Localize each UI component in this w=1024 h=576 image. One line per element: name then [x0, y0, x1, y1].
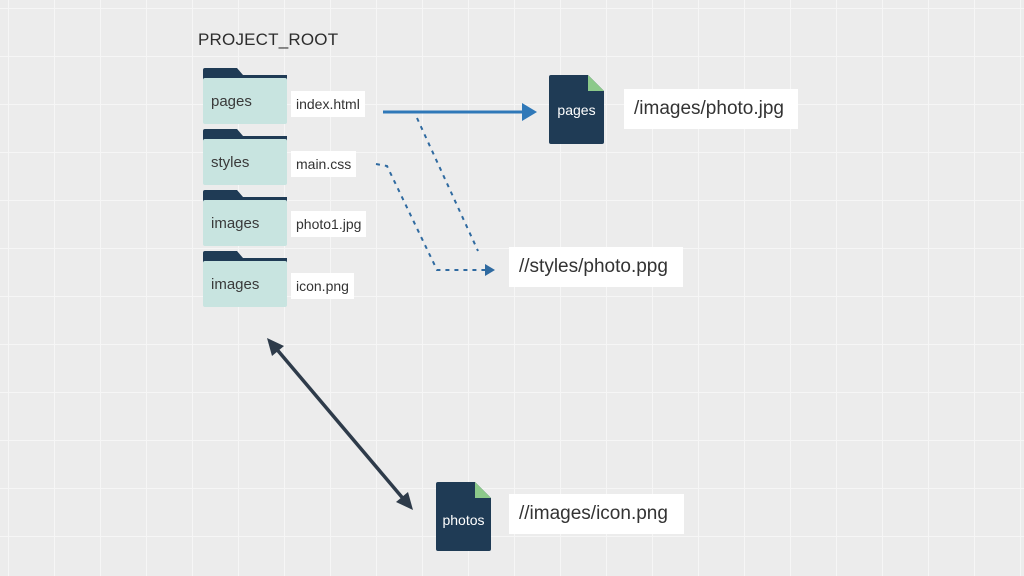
dashed-arrow-line-2: [375, 163, 486, 271]
folder-label: styles: [211, 154, 250, 171]
folder-label: pages: [211, 93, 252, 110]
folder-label: images: [211, 276, 260, 293]
doc-pages[interactable]: pages: [549, 75, 604, 144]
folder-tab-icon: [203, 68, 287, 80]
folder-images-2[interactable]: images: [203, 251, 287, 307]
document-icon: [549, 75, 604, 144]
doc-label: photos: [442, 512, 485, 528]
dashed-arrow-line: [416, 117, 479, 252]
folder-pages[interactable]: pages: [203, 68, 287, 124]
folder-label: images: [211, 215, 260, 232]
path-styles-photo: //styles/photo.ppg: [509, 247, 683, 287]
folder-tab-icon: [203, 190, 287, 202]
document-icon: [436, 482, 491, 551]
doc-photos[interactable]: photos: [436, 482, 491, 551]
arrow-head-icon: [485, 264, 495, 276]
file-index-html[interactable]: index.html: [291, 91, 365, 117]
double-arrow-line: [272, 344, 408, 504]
folder-styles[interactable]: styles: [203, 129, 287, 185]
arrow-head-icon: [396, 492, 413, 510]
doc-label: pages: [557, 102, 596, 118]
file-icon-png[interactable]: icon.png: [291, 273, 354, 299]
file-main-css[interactable]: main.css: [291, 151, 357, 177]
path-images-photo: /images/photo.jpg: [624, 89, 798, 129]
folder-images[interactable]: images: [203, 190, 287, 246]
arrow-head-icon: [522, 103, 537, 121]
folder-tab-icon: [203, 129, 287, 141]
path-images-icon: //images/icon.png: [509, 494, 684, 534]
file-photo1-jpg[interactable]: photo1.jpg: [291, 211, 367, 237]
folder-tab-icon: [203, 251, 287, 263]
project-root-title: PROJECT_ROOT: [198, 30, 339, 49]
arrow-head-icon: [267, 338, 284, 356]
